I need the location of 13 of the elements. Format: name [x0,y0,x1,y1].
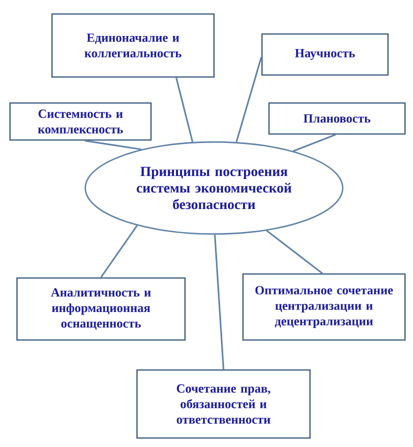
connector-line [214,234,224,370]
principle-box: Плановость [268,102,406,135]
connector-line [236,56,262,142]
principle-box: Единоначалие и коллегиальность [51,13,215,78]
principle-box: Научность [261,33,389,76]
principle-box: Системность и комплексность [9,102,152,141]
principle-box: Сочетание прав, обязанностей и ответственности [136,369,311,439]
connector-line [266,230,323,274]
connector-line [84,140,142,150]
connector-line [176,77,194,142]
principle-box: Оптимальное сочетание централизации и децентрализации [242,273,406,341]
connector-line [100,225,138,278]
principle-box: Аналитичность и информационная оснащенность [16,277,186,341]
